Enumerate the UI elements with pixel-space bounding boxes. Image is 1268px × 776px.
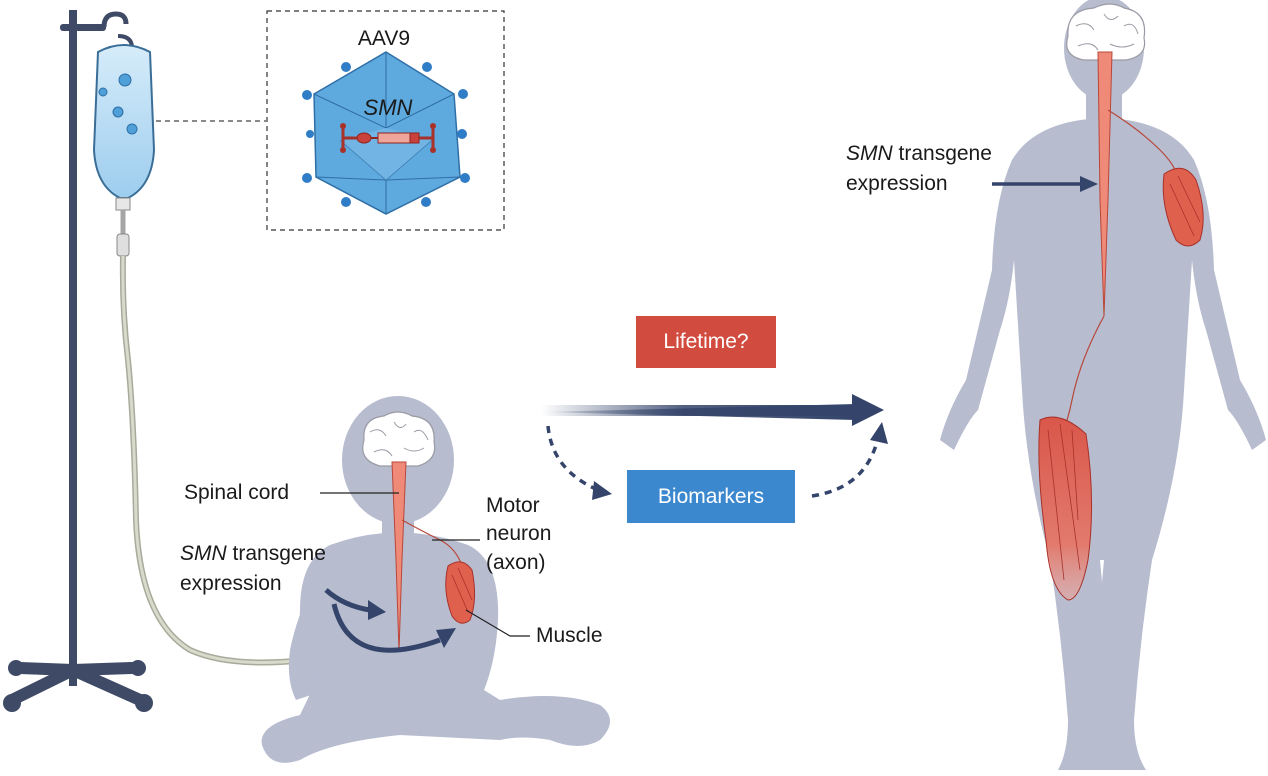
iv-stand: [3, 10, 153, 712]
adult-expression-transgene: transgene: [892, 142, 992, 165]
adult-brain: [1066, 3, 1146, 61]
biomarker-path-arrows: [546, 422, 888, 500]
infant-muscle: [445, 561, 476, 624]
infant-spinal-cord: [391, 461, 407, 653]
infant-expression-gene: SMN: [180, 542, 227, 565]
motor-neuron-line1: Motor: [486, 494, 540, 517]
aav9-title: AAV9: [358, 27, 410, 50]
biomarkers-box: Biomarkers: [627, 470, 795, 523]
adult-expression-label: SMN transgene: [846, 142, 992, 166]
infant-brain: [362, 411, 436, 467]
aav9-box: [266, 10, 505, 231]
aav9-gene-label: SMN: [364, 95, 413, 120]
lifetime-arrow: [541, 394, 884, 426]
infant-expression-transgene: transgene: [226, 542, 326, 565]
aav9-capsid: [302, 51, 470, 215]
adult-expression-arrow: [992, 176, 1098, 192]
motor-neuron-line2: neuron: [486, 522, 552, 545]
infant-body: [261, 396, 610, 763]
iv-tube: [116, 210, 318, 667]
adult-leg-muscle: [1038, 416, 1093, 601]
muscle-pointer: [465, 609, 530, 637]
infant-expression-label: SMN transgene: [180, 542, 326, 566]
adult-arm-muscle: [1162, 167, 1204, 247]
lifetime-box: Lifetime?: [636, 316, 776, 368]
muscle-label: Muscle: [536, 624, 603, 647]
adult-axon-arm: [1107, 109, 1177, 173]
motor-neuron-line3: (axon): [486, 551, 546, 574]
infant-expression-arrows: [324, 588, 456, 653]
adult-spinal-cord: [1097, 51, 1113, 317]
spinal-cord-label: Spinal cord: [184, 481, 290, 504]
adult-expression-gene: SMN: [846, 142, 893, 165]
infant-expression-line2: expression: [180, 572, 282, 595]
iv-bag: [92, 34, 156, 211]
adult-expression-line2: expression: [846, 172, 948, 195]
